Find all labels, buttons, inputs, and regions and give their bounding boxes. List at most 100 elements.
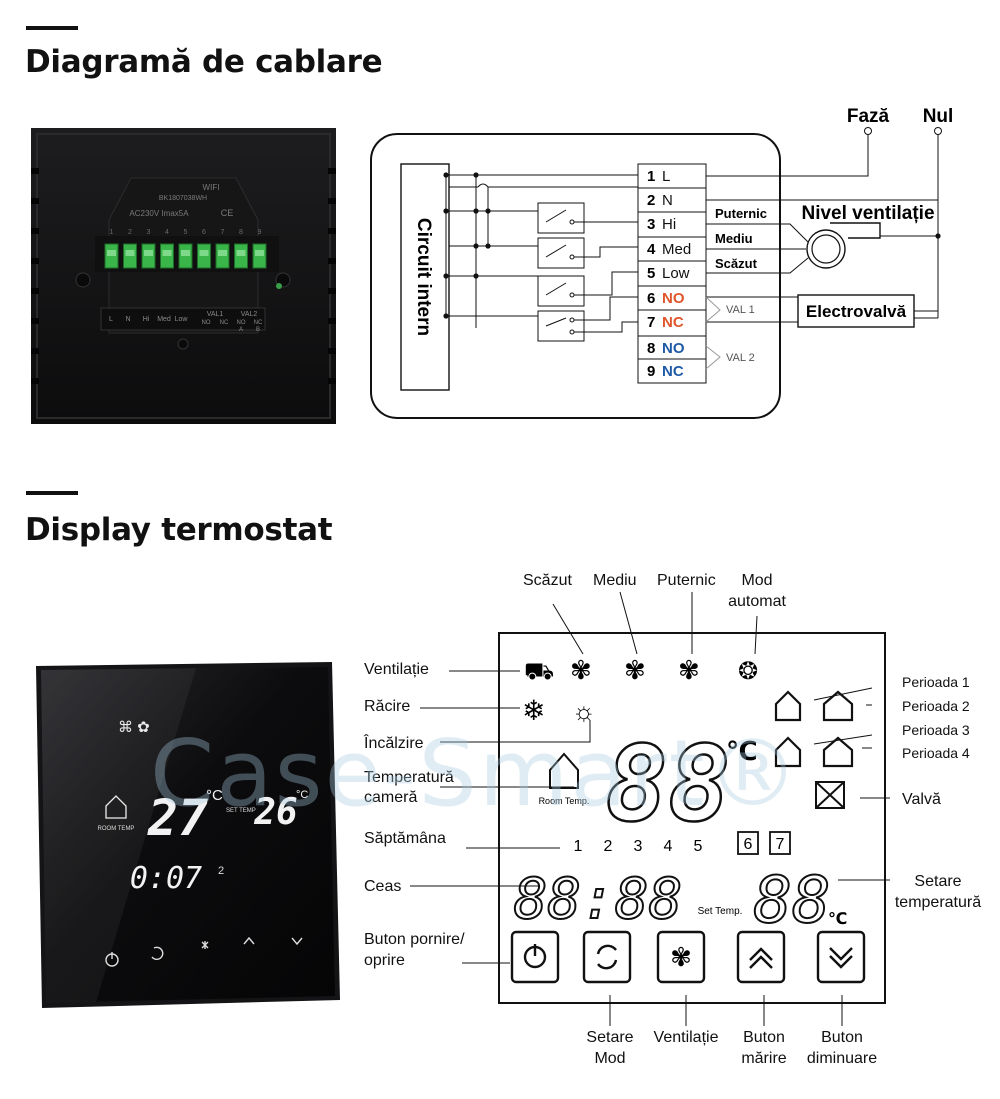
screw-terminal-slot [162, 250, 172, 256]
lcd-period2-icon [822, 690, 854, 722]
wiring-title: Diagramă de cablare [25, 44, 383, 80]
lcd-fan-button-icon: ✾ [670, 942, 692, 972]
label-valve: Valvă [902, 791, 941, 808]
speed-medium-label: Mediu [715, 231, 753, 246]
board-pin-number: 5 [184, 229, 188, 236]
label-cooling: Răcire [364, 698, 411, 715]
lcd-power-button[interactable] [510, 930, 560, 984]
terminal-5-name: Low [662, 265, 690, 282]
section-rule-display [26, 491, 78, 495]
valve1-label: VAL 1 [726, 304, 755, 316]
board-ab-label: A [239, 327, 243, 333]
terminal-8-name: NO [662, 340, 685, 357]
device-fan-button[interactable] [201, 941, 209, 949]
device-fan-icon: ⌘ ✿ [118, 719, 150, 736]
label-auto-mode-1: Mod [741, 572, 773, 589]
terminal-6-number: 6 [647, 290, 655, 307]
board-model: BK1807038WH [159, 195, 207, 202]
board-pin-number: 9 [258, 229, 262, 236]
device-set-temp-tag: SET TEMP [226, 808, 256, 814]
wiring-diagram: Circuit intern [360, 98, 1000, 428]
terminal-1-name: L [662, 168, 670, 185]
lcd-period3-icon [774, 736, 802, 768]
terminal-1-number: 1 [647, 168, 655, 185]
device-room-celsius: °C [206, 787, 223, 804]
label-speed-high: Puternic [657, 572, 716, 589]
board-pin-number: 2 [128, 229, 132, 236]
label-room-temp-1: Temperatură [364, 769, 454, 786]
speed-high-label: Puternic [715, 206, 767, 221]
label-mode-2: Mod [594, 1050, 626, 1067]
board-label: N [125, 316, 130, 323]
terminal-5-number: 5 [647, 265, 655, 282]
label-mode-1: Setare [586, 1029, 634, 1046]
device-up-button[interactable] [243, 936, 255, 945]
device-down-button[interactable] [291, 937, 303, 946]
label-power-2: oprire [364, 952, 405, 969]
lcd-clock-digits: 88:88 [514, 867, 683, 932]
board-pin-number: 4 [165, 229, 169, 236]
lcd-fan-high-icon: ✾ [678, 655, 700, 685]
lcd-week-day-boxed: 6 [744, 836, 753, 853]
terminal-2-number: 2 [647, 192, 655, 209]
label-period-1: Perioada 1 [902, 674, 970, 690]
lcd-fan-low-icon: ✾ [570, 655, 592, 685]
terminal-block [104, 243, 267, 269]
label-speed-medium: Mediu [593, 572, 637, 589]
lcd-week-day-boxed: 7 [776, 836, 785, 853]
lcd-week-day: 5 [694, 838, 703, 855]
valve2-label: VAL 2 [726, 352, 755, 364]
lcd-set-temp-tag: Set Temp. [698, 906, 743, 917]
lcd-cooling-icon: ❄ [522, 695, 545, 726]
board-wifi: WIFI [203, 183, 220, 192]
terminal-7-name: NC [662, 314, 684, 331]
lcd-room-temp-tag: Room Temp. [539, 796, 590, 806]
label-ventilation: Ventilație [364, 661, 429, 678]
screw-terminal-slot [125, 250, 135, 256]
device-mode-button[interactable] [151, 946, 164, 961]
screw-terminal-slot [218, 250, 227, 256]
lcd-set-temp-digits: 88 [753, 864, 830, 938]
board-label: Med [157, 316, 171, 323]
label-period-4: Perioada 4 [902, 745, 970, 761]
fan-motor-icon [806, 222, 881, 269]
device-room-temp-tag: ROOM TEMP [98, 826, 135, 832]
lcd-week-day: 3 [634, 838, 643, 855]
board-label: Low [175, 316, 189, 323]
lcd-down-button[interactable] [816, 930, 866, 984]
label-period-2: Perioada 2 [902, 698, 970, 714]
board-pin-number: 1 [110, 229, 114, 236]
device-set-celsius: °C [296, 789, 308, 801]
terminal-9-name: NC [662, 363, 684, 380]
label-up-1: Buton [743, 1029, 785, 1046]
terminal-7-number: 7 [647, 314, 655, 331]
screw-terminal-slot [144, 250, 153, 256]
terminal-6-name: NO [662, 290, 685, 307]
label-set-temp-2: temperatură [894, 894, 982, 911]
board-pin-number: 3 [147, 229, 151, 236]
lcd-mode-button[interactable] [582, 930, 632, 984]
board-pin-number: 8 [239, 229, 243, 236]
lcd-house-icon [549, 752, 579, 789]
lcd-up-button[interactable] [736, 930, 786, 984]
screw-terminal-slot [107, 250, 116, 256]
lcd-week-day-box [737, 831, 759, 855]
label-set-temp-1: Setare [914, 873, 962, 890]
lcd-heating-icon: ☼ [572, 696, 596, 726]
device-house-icon [105, 795, 127, 819]
terminal-4-number: 4 [647, 241, 656, 258]
board-sublabel: NC [254, 320, 263, 326]
lcd-fan-button[interactable] [656, 930, 706, 984]
label-clock: Ceas [364, 878, 402, 895]
screw-terminal-slot [181, 250, 190, 256]
screw-terminal-slot [199, 250, 209, 256]
device-power-button[interactable] [105, 952, 119, 967]
terminal-8-number: 8 [647, 340, 655, 357]
device-room-temp: 27 [147, 789, 208, 847]
